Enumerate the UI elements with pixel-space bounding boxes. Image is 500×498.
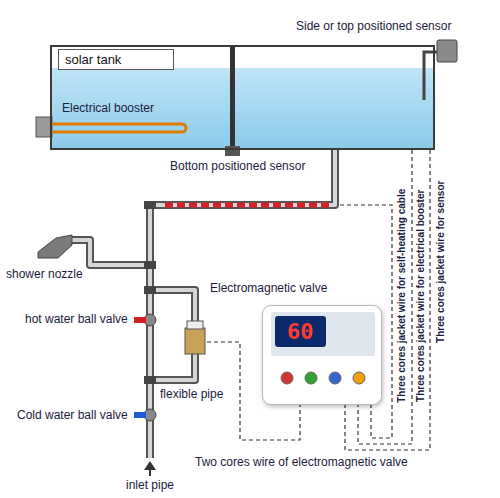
control-button	[329, 372, 341, 384]
display-reading: 60	[275, 316, 326, 347]
pipe-label: flexible pipe	[160, 388, 223, 402]
pipe-fitting	[144, 376, 156, 384]
pipe-fitting	[144, 261, 156, 269]
side-sensor	[437, 40, 457, 62]
pipe-label: inlet pipe	[126, 479, 174, 493]
booster-label: Electrical booster	[62, 102, 154, 116]
wire-label: Three cores jacket wire for electrical b…	[415, 190, 427, 402]
valve-handle	[134, 317, 146, 323]
booster-element	[52, 124, 186, 132]
electromagnetic-valve	[185, 328, 205, 354]
valve-label: Electromagnetic valve	[210, 282, 327, 296]
wire-label: Three cores jacket wire for self-heating…	[396, 189, 408, 403]
nozzle-label: shower nozzle	[6, 268, 83, 282]
control-button	[353, 372, 365, 384]
wire-label: Three cores jacket wire for sensor	[435, 181, 447, 343]
sensor-probe	[424, 52, 437, 100]
valve-handle	[134, 412, 146, 418]
valve-label: hot water ball valve	[25, 313, 128, 327]
valve-label: Cold water ball valve	[17, 409, 128, 423]
display-frame	[271, 312, 375, 356]
pipe-fitting	[144, 201, 156, 209]
control-button	[305, 372, 317, 384]
sensor-rod	[230, 47, 235, 149]
inlet-arrowhead	[144, 461, 156, 470]
tank-water	[52, 68, 433, 148]
shower-nozzle	[38, 235, 72, 258]
controller-box: 60	[262, 305, 382, 405]
control-button	[281, 372, 293, 384]
tank-title: solar tank	[58, 49, 174, 70]
wire-label: Two cores wire of electromagnetic valve	[195, 456, 408, 470]
sensor-label: Side or top positioned sensor	[296, 20, 451, 34]
sensor-label: Bottom positioned sensor	[170, 160, 305, 174]
pipe-fitting	[144, 286, 156, 294]
solar-tank: solar tank	[50, 45, 435, 150]
bottom-sensor	[225, 146, 240, 156]
wire-connector	[345, 150, 430, 450]
self-heating-cable	[165, 203, 330, 208]
valve-coil	[187, 321, 203, 329]
